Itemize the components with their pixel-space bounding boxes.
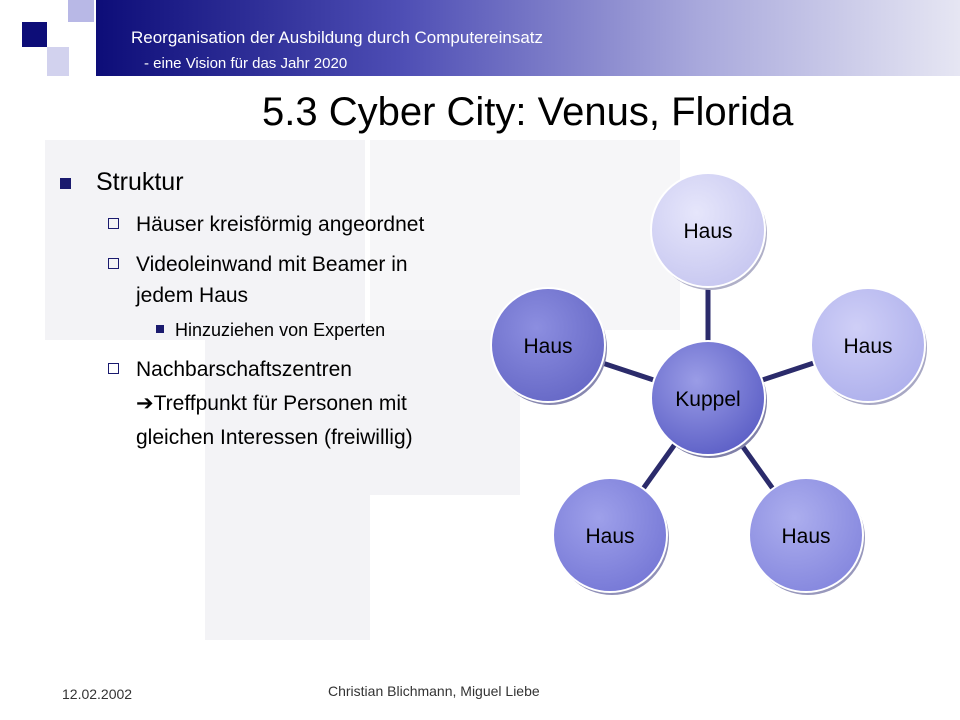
bullet-text: Nachbarschaftszentren (136, 358, 352, 381)
node-label: Haus (523, 335, 572, 358)
background-panel (45, 140, 365, 340)
haus-node (748, 477, 864, 593)
header-bar (96, 0, 960, 76)
slide-title: 5.3 Cyber City: Venus, Florida (262, 90, 794, 134)
node-label: Haus (585, 525, 634, 548)
kuppel-node (650, 340, 766, 456)
background-panel (205, 480, 370, 640)
bullet-level3: Hinzuziehen von Experten (58, 316, 458, 344)
bullet-text: Häuser kreisförmig angeordnet (136, 213, 425, 236)
header-subtitle: - eine Vision für das Jahr 2020 (144, 55, 348, 72)
bullet-text: Struktur (96, 168, 184, 196)
bullet-text: Hinzuziehen von Experten (175, 320, 386, 340)
logo-square (68, 0, 94, 22)
bullet-level2: Videoleinwand mit Beamer in jedem Haus (58, 249, 458, 311)
background-panel (205, 325, 520, 495)
logo-square (22, 22, 47, 47)
logo-square (47, 47, 69, 76)
footer-date: 12.02.2002 (62, 686, 133, 702)
bullet-text: Treffpunkt für Personen mit gleichen Int… (136, 392, 413, 449)
node-label: Haus (683, 220, 732, 243)
hollow-square-bullet-icon (108, 363, 119, 374)
node-label: Haus (843, 335, 892, 358)
bullet-continuation: ➔Treffpunkt für Personen mit gleichen In… (58, 387, 458, 455)
small-square-bullet-icon (156, 325, 164, 333)
haus-node (552, 477, 668, 593)
bullet-level2: Häuser kreisförmig angeordnet (58, 209, 458, 240)
node-label: Haus (781, 525, 830, 548)
bullet-list: Struktur Häuser kreisförmig angeordnet V… (58, 168, 458, 455)
bullet-level1: Struktur (58, 168, 458, 197)
square-bullet-icon (60, 178, 71, 189)
hollow-square-bullet-icon (108, 218, 119, 229)
bullet-text: Videoleinwand mit Beamer in jedem Haus (136, 253, 408, 307)
footer-author: Christian Blichmann, Miguel Liebe (328, 683, 540, 699)
center-label: Kuppel (675, 388, 740, 411)
haus-node (810, 287, 926, 403)
bullet-level2: Nachbarschaftszentren (58, 354, 458, 385)
header-title: Reorganisation der Ausbildung durch Comp… (131, 28, 544, 47)
haus-node (490, 287, 606, 403)
right-arrow-icon: ➔ (136, 392, 154, 415)
haus-node (650, 172, 766, 288)
hollow-square-bullet-icon (108, 258, 119, 269)
